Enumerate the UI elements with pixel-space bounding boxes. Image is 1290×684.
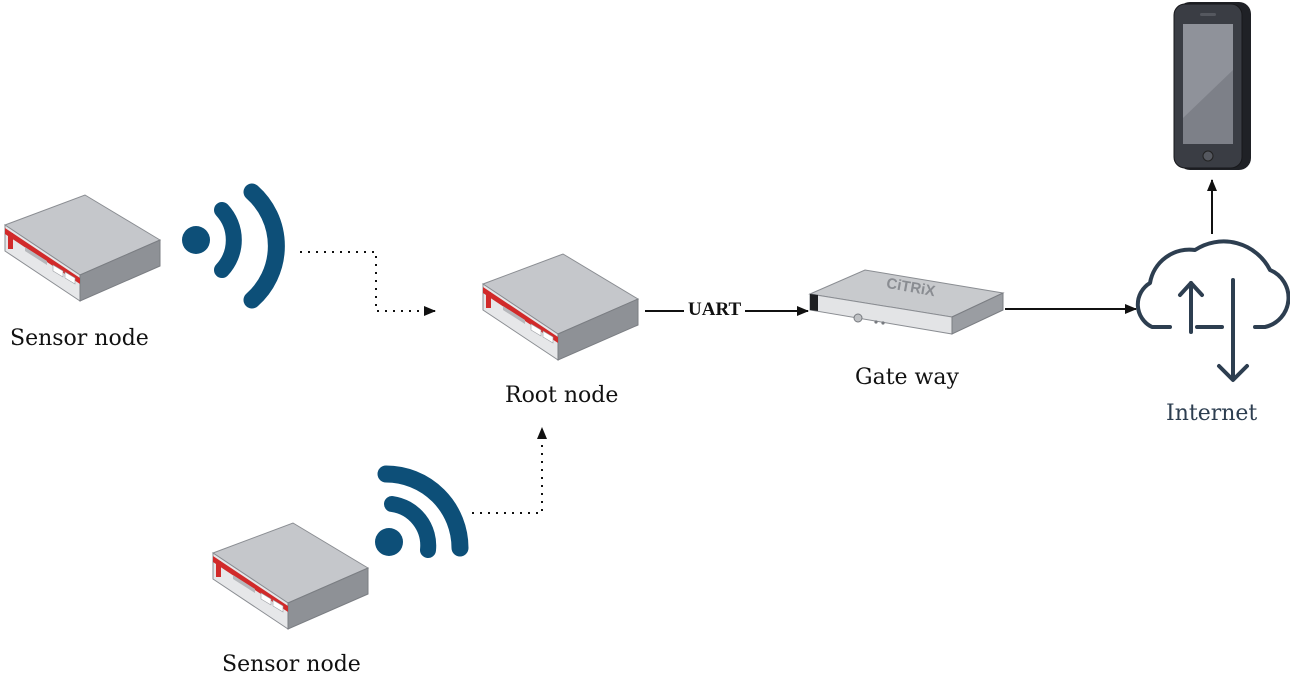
connector-top-sensor-to-root <box>300 251 436 316</box>
gateway-label: Gate way <box>855 365 959 390</box>
uart-label: UART <box>684 299 746 321</box>
sensor-node-bottom-label: Sensor node <box>222 652 361 677</box>
sensor-node-top-label: Sensor node <box>10 326 149 351</box>
cloud-upload-download-icon <box>1135 239 1290 382</box>
router-icon <box>212 522 369 630</box>
root-node-label: Root node <box>505 383 619 408</box>
internet-label: Internet <box>1166 401 1258 426</box>
wifi-signal-icon <box>375 465 469 558</box>
wifi-signal-icon <box>182 183 285 309</box>
connector-bottom-sensor-to-root <box>472 427 547 514</box>
smartphone-icon <box>1173 2 1251 170</box>
router-icon <box>482 253 639 361</box>
router-icon <box>4 194 161 302</box>
rack-server-icon: CiTRiX <box>808 269 1005 335</box>
